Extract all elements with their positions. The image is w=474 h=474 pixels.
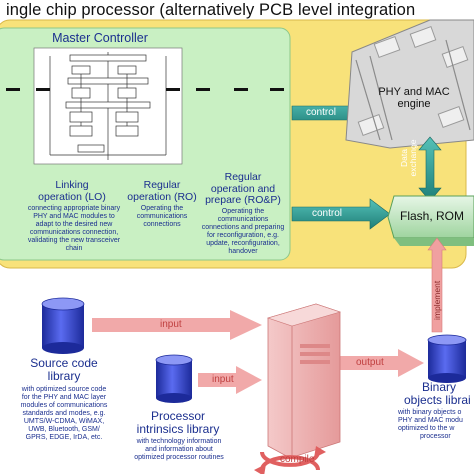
processor-desc-line: optimized processor routines (134, 454, 224, 462)
prepare-line1: Regular (224, 171, 262, 183)
sync-bars (6, 88, 284, 91)
data-exchange-line2: exchange (407, 139, 418, 177)
binary-library-cylinder (427, 334, 467, 383)
master-controller-title: Master Controller (52, 31, 148, 45)
linking-line1: Linking (55, 179, 89, 191)
processor-library-desc: with technology information and informat… (112, 438, 246, 462)
binary-title-line1: Binary (422, 380, 457, 394)
prepare-desc-line: connections and preparing (201, 224, 285, 232)
data-exchange-label: Data exchange (399, 128, 418, 188)
regular-desc-line: connections (143, 221, 181, 229)
prepare-line2: operation and (210, 182, 276, 195)
source-library-desc: with optimized source code for the PHY a… (0, 386, 128, 442)
regular-desc-line: communications (136, 213, 188, 221)
flash-rom-label: Flash, ROM (400, 209, 465, 223)
binary-desc-line: with binary objects o (398, 409, 462, 416)
source-library-cylinder (41, 297, 85, 354)
engine-line1: PHY and MAC (378, 86, 450, 98)
regular-desc-line: Operating the (140, 205, 184, 212)
source-desc-line: modules of communications (20, 402, 108, 410)
server-icon (266, 303, 342, 459)
input-arrow-bottom (198, 366, 262, 394)
source-desc-line: GPRS, EDGE, IrDA, etc. (25, 434, 103, 442)
processor-library-title: Processor intrinsics library (118, 409, 238, 437)
engine-line2: engine (397, 98, 431, 110)
linking-desc-line: adapt to the desired new (35, 221, 113, 229)
diagram-title: ingle chip processor (alternatively PCB … (6, 1, 416, 19)
processor-title-line1: Processor (150, 409, 206, 423)
state-flowchart (33, 47, 183, 165)
regular-line1: Regular (143, 179, 181, 191)
regular-prepare-desc: Operating the communications connections… (196, 208, 290, 256)
prepare-desc-line: update, reconfiguration, (206, 240, 280, 248)
binary-desc-line: optimized to the w (398, 425, 455, 433)
compile-label: compile (280, 454, 315, 465)
regular-operation-label: Regular operation (RO) (122, 179, 202, 203)
processor-library-cylinder (155, 354, 193, 403)
linking-desc-line: chain (65, 245, 83, 253)
processor-desc-line: and information about (145, 446, 213, 454)
source-title-line1: Source code (30, 356, 98, 370)
source-desc-line: standards and modes, e.g. (22, 410, 106, 418)
implement-arrow (427, 237, 447, 333)
linking-desc-line: communications connection, (29, 229, 119, 237)
prepare-line3: prepare (RO&P) (205, 194, 281, 207)
data-exchange-arrow (418, 136, 442, 202)
control-mid-label: control (312, 208, 343, 219)
prepare-desc-line: communications (217, 216, 269, 224)
processor-desc-line: with technology information (136, 438, 222, 445)
source-desc-line: UWB, Bluetooth, GSM/ (28, 426, 100, 434)
linking-line2: operation (LO) (38, 190, 106, 203)
processor-title-line2: intrinsics library (136, 422, 220, 437)
binary-library-desc: with binary objects o PHY and MAC modu o… (398, 409, 474, 441)
binary-title-line2: objects librai (404, 393, 471, 408)
linking-desc-line: connecting appropriate binary (27, 205, 121, 212)
control-arrow-mid (291, 198, 391, 230)
regular-prepare-label: Regular operation and prepare (RO&P) (196, 171, 290, 207)
source-desc-line: UMTS/W-CDMA, WiMAX, (23, 418, 105, 426)
source-title-line2: library (47, 369, 81, 384)
binary-library-title: Binary objects librai (404, 380, 474, 408)
binary-desc-line: processor (420, 433, 451, 441)
source-desc-line: for the PHY and MAC layer (21, 394, 107, 402)
linking-operation-label: Linking operation (LO) (18, 179, 126, 203)
input-arrow-top (92, 310, 262, 340)
engine-label: PHY and MAC engine (368, 86, 460, 110)
prepare-desc-line: Operating the (221, 208, 265, 215)
linking-desc-line: PHY and MAC modules to (33, 213, 115, 221)
input-top-label: input (160, 319, 182, 330)
implement-label: implement (432, 280, 442, 320)
linking-desc-line: validating the new transceiver (27, 237, 121, 245)
engine-chip (345, 19, 474, 149)
prepare-desc-line: for reconfiguration, e.g. (207, 232, 279, 240)
regular-line2: operation (RO) (127, 190, 197, 203)
output-label: output (356, 357, 384, 368)
linking-operation-desc: connecting appropriate binary PHY and MA… (18, 205, 130, 253)
input-bottom-label: input (212, 374, 234, 385)
regular-operation-desc: Operating the communications connections (122, 205, 202, 229)
source-desc-line: with optimized source code (21, 386, 107, 393)
prepare-desc-line: handover (228, 248, 258, 256)
source-library-title: Source code library (0, 356, 128, 384)
binary-desc-line: PHY and MAC modu (398, 417, 463, 425)
control-top-label: control (306, 107, 337, 118)
output-arrow (338, 349, 424, 377)
